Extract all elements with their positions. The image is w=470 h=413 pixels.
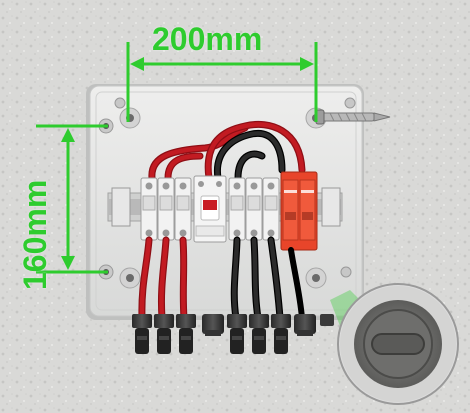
fuse-holder-icon	[245, 177, 263, 241]
fuse-holder-icon	[174, 177, 192, 241]
fuse-holder-icon	[262, 177, 280, 241]
mc4-connector-icon	[154, 314, 174, 354]
width-dimension-line	[126, 42, 318, 122]
mounting-screw-icon	[315, 109, 391, 125]
mounting-hole-bottom-center	[119, 267, 141, 289]
mounting-hole-top-center	[119, 107, 141, 129]
cable-gland-icon	[202, 314, 224, 336]
cable-gland-icon	[294, 314, 316, 336]
top-cables	[148, 120, 306, 182]
mc4-connector-icon	[132, 314, 152, 354]
zoom-inset	[330, 283, 459, 405]
mc4-connector-icon	[176, 314, 196, 354]
mounting-hole-bottom-right	[305, 267, 327, 289]
fuse-holder-icon	[228, 177, 246, 241]
fuse-holder-icon	[157, 177, 175, 241]
height-dimension-line	[36, 124, 108, 274]
height-dimension-label: 160mm	[17, 179, 53, 290]
mc4-connector-icon	[271, 314, 291, 354]
bottom-connectors	[132, 314, 334, 354]
breather-valve-icon	[320, 314, 334, 326]
bottom-cables	[138, 236, 305, 322]
width-dimension-label: 200mm	[152, 21, 263, 57]
mc4-connector-icon	[249, 314, 269, 354]
fuse-holder-group-right	[228, 177, 280, 241]
mc4-connector-icon	[227, 314, 247, 354]
breaker-switch-icon	[193, 175, 227, 243]
fuse-holder-icon	[140, 177, 158, 241]
surge-protector-icon	[280, 171, 318, 251]
fuse-holder-group-left	[140, 177, 192, 241]
